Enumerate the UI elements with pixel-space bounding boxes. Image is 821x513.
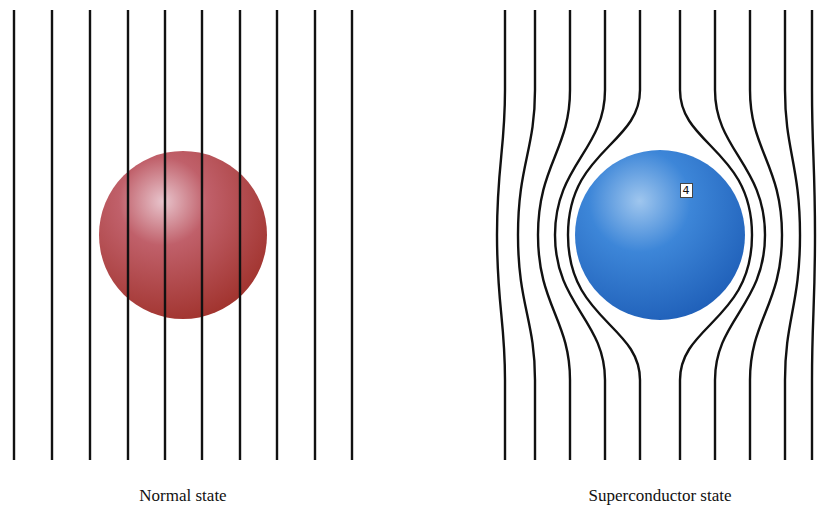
state-caption: Superconductor state	[588, 486, 731, 506]
superconductor-sphere	[575, 150, 745, 320]
straight-field-lines	[14, 10, 352, 460]
normal-sphere	[99, 151, 267, 319]
callout-number: 4	[680, 183, 693, 198]
expelled-field-lines	[497, 10, 815, 460]
state-caption: Normal state	[139, 486, 226, 506]
